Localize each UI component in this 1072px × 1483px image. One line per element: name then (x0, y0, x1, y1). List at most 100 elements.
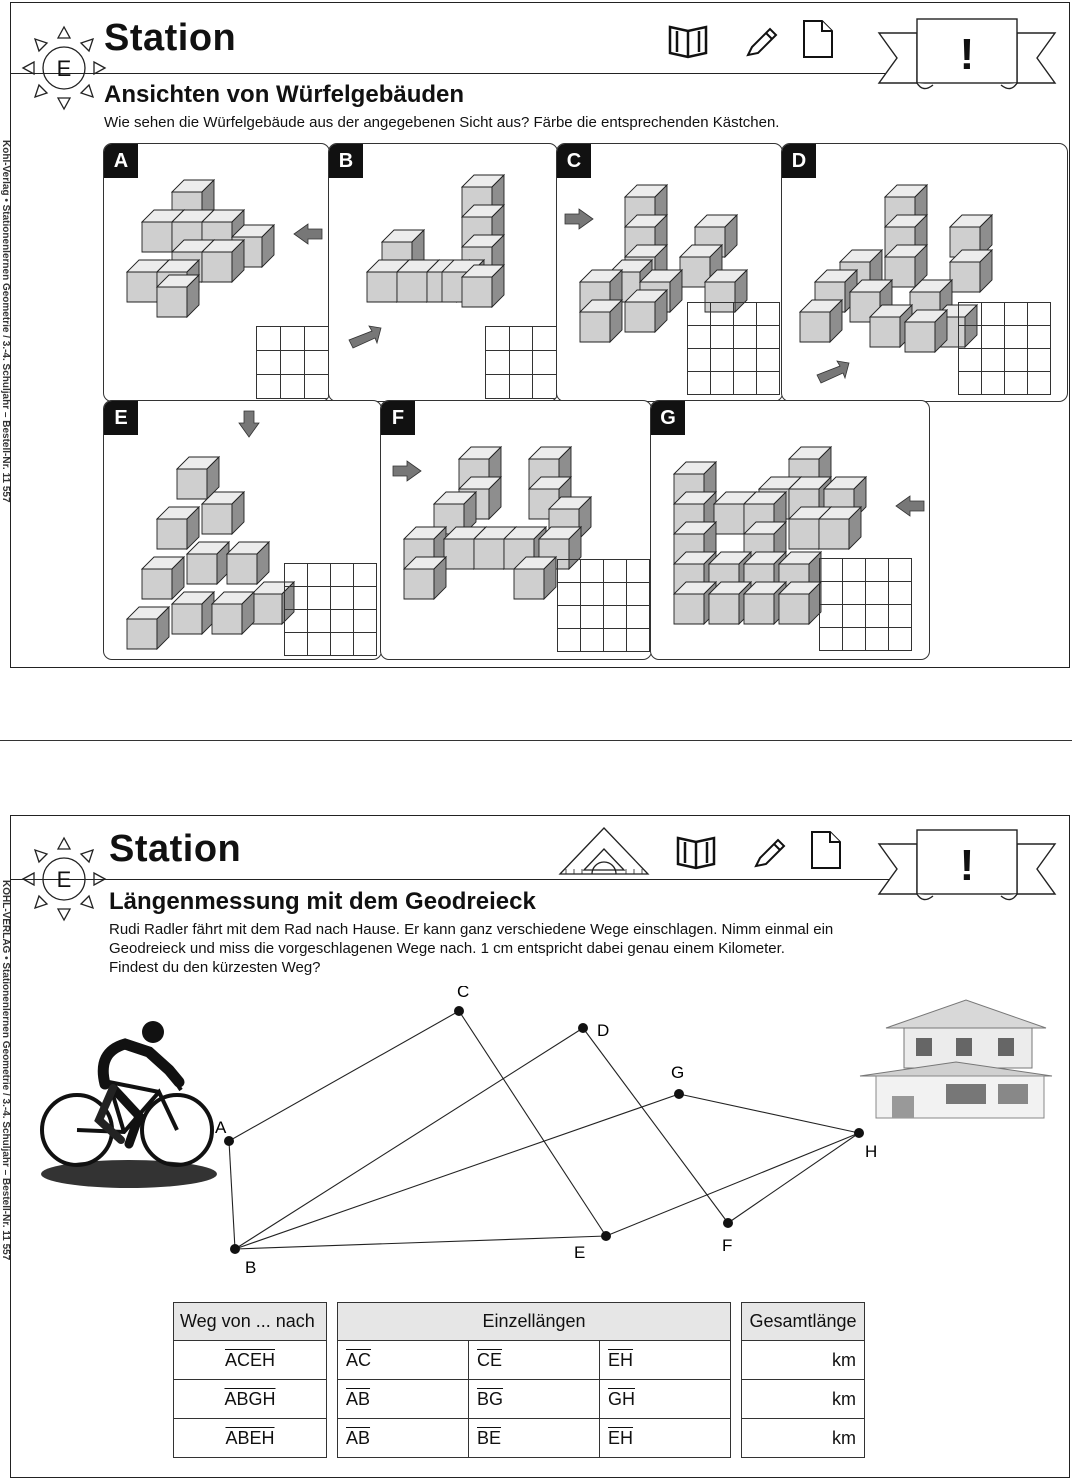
grid-cell[interactable] (330, 632, 354, 656)
grid-cell[interactable] (626, 582, 650, 606)
grid-cell[interactable] (307, 609, 331, 633)
grid-cell[interactable] (710, 348, 734, 372)
segment-length-cell[interactable]: GH (599, 1379, 731, 1419)
grid-cell[interactable] (1027, 325, 1051, 349)
grid-cell[interactable] (353, 632, 377, 656)
grid-cell[interactable] (557, 605, 581, 629)
grid-cell[interactable] (532, 374, 557, 399)
grid-cell[interactable] (687, 348, 711, 372)
grid-cell[interactable] (1027, 371, 1051, 395)
grid-cell[interactable] (353, 586, 377, 610)
grid-cell[interactable] (280, 326, 305, 351)
grid-cell[interactable] (307, 632, 331, 656)
grid-cell[interactable] (353, 609, 377, 633)
grid-cell[interactable] (1004, 302, 1028, 326)
grid-cell[interactable] (865, 627, 889, 651)
view-grid[interactable] (284, 563, 377, 656)
grid-cell[interactable] (733, 371, 757, 395)
grid-cell[interactable] (756, 325, 780, 349)
total-length-cell[interactable]: km (741, 1418, 865, 1458)
grid-cell[interactable] (733, 325, 757, 349)
view-grid[interactable] (256, 326, 329, 399)
grid-cell[interactable] (485, 326, 510, 351)
grid-cell[interactable] (1004, 325, 1028, 349)
grid-cell[interactable] (256, 326, 281, 351)
grid-cell[interactable] (888, 627, 912, 651)
grid-cell[interactable] (304, 350, 329, 375)
segment-length-cell[interactable]: AB (337, 1379, 469, 1419)
grid-cell[interactable] (888, 558, 912, 582)
grid-cell[interactable] (557, 559, 581, 583)
grid-cell[interactable] (687, 302, 711, 326)
total-length-cell[interactable]: km (741, 1379, 865, 1419)
segment-length-cell[interactable]: AC (337, 1340, 469, 1380)
grid-cell[interactable] (485, 350, 510, 375)
grid-cell[interactable] (280, 374, 305, 399)
grid-cell[interactable] (756, 302, 780, 326)
grid-cell[interactable] (1004, 348, 1028, 372)
grid-cell[interactable] (981, 348, 1005, 372)
grid-cell[interactable] (603, 628, 627, 652)
grid-cell[interactable] (304, 374, 329, 399)
grid-cell[interactable] (532, 350, 557, 375)
grid-cell[interactable] (626, 559, 650, 583)
grid-cell[interactable] (733, 348, 757, 372)
segment-length-cell[interactable]: AB (337, 1418, 469, 1458)
grid-cell[interactable] (580, 582, 604, 606)
grid-cell[interactable] (888, 581, 912, 605)
grid-cell[interactable] (819, 581, 843, 605)
grid-cell[interactable] (819, 627, 843, 651)
grid-cell[interactable] (603, 582, 627, 606)
grid-cell[interactable] (981, 371, 1005, 395)
grid-cell[interactable] (626, 628, 650, 652)
grid-cell[interactable] (284, 586, 308, 610)
grid-cell[interactable] (626, 605, 650, 629)
grid-cell[interactable] (756, 371, 780, 395)
grid-cell[interactable] (256, 374, 281, 399)
view-grid[interactable] (819, 558, 912, 651)
grid-cell[interactable] (603, 559, 627, 583)
grid-cell[interactable] (842, 581, 866, 605)
grid-cell[interactable] (580, 559, 604, 583)
grid-cell[interactable] (865, 581, 889, 605)
grid-cell[interactable] (958, 325, 982, 349)
grid-cell[interactable] (865, 558, 889, 582)
view-grid[interactable] (485, 326, 557, 399)
grid-cell[interactable] (958, 348, 982, 372)
grid-cell[interactable] (284, 609, 308, 633)
segment-length-cell[interactable]: BG (468, 1379, 600, 1419)
grid-cell[interactable] (819, 604, 843, 628)
grid-cell[interactable] (981, 325, 1005, 349)
grid-cell[interactable] (280, 350, 305, 375)
grid-cell[interactable] (842, 627, 866, 651)
grid-cell[interactable] (284, 563, 308, 587)
grid-cell[interactable] (580, 628, 604, 652)
grid-cell[interactable] (1027, 348, 1051, 372)
grid-cell[interactable] (733, 302, 757, 326)
grid-cell[interactable] (819, 558, 843, 582)
grid-cell[interactable] (256, 350, 281, 375)
grid-cell[interactable] (865, 604, 889, 628)
grid-cell[interactable] (958, 371, 982, 395)
grid-cell[interactable] (958, 302, 982, 326)
grid-cell[interactable] (710, 302, 734, 326)
segment-length-cell[interactable]: CE (468, 1340, 600, 1380)
grid-cell[interactable] (330, 609, 354, 633)
grid-cell[interactable] (532, 326, 557, 351)
grid-cell[interactable] (710, 371, 734, 395)
grid-cell[interactable] (485, 374, 510, 399)
grid-cell[interactable] (508, 374, 534, 399)
grid-cell[interactable] (580, 605, 604, 629)
grid-cell[interactable] (710, 325, 734, 349)
grid-cell[interactable] (687, 371, 711, 395)
grid-cell[interactable] (330, 563, 354, 587)
grid-cell[interactable] (304, 326, 329, 351)
grid-cell[interactable] (756, 348, 780, 372)
view-grid[interactable] (687, 302, 780, 395)
grid-cell[interactable] (508, 350, 534, 375)
grid-cell[interactable] (557, 582, 581, 606)
grid-cell[interactable] (557, 628, 581, 652)
grid-cell[interactable] (307, 586, 331, 610)
grid-cell[interactable] (1004, 371, 1028, 395)
view-grid[interactable] (958, 302, 1051, 395)
